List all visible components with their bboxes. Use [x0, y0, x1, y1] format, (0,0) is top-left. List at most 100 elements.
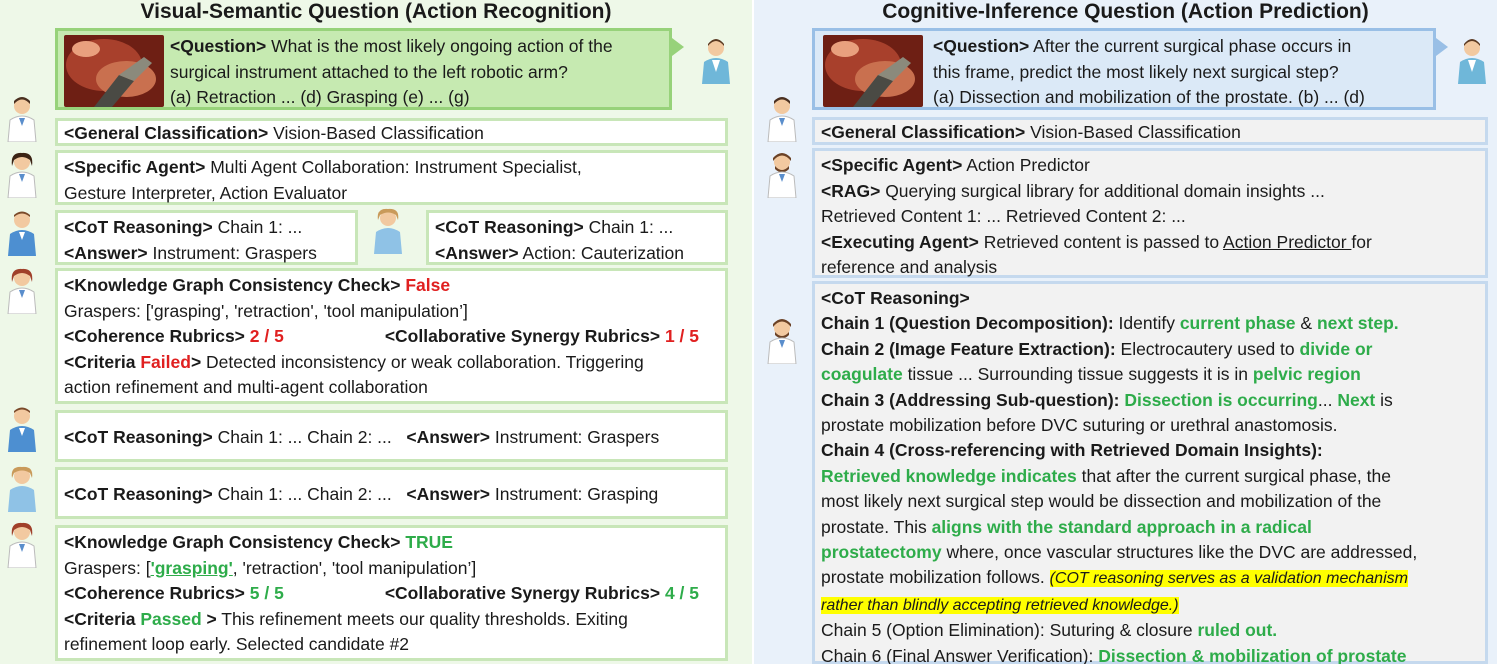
coherence-rubrics-score: 2 / 5	[244, 326, 284, 346]
kg-check-result: TRUE	[400, 532, 453, 552]
evaluator-agent-avatar-icon	[7, 522, 37, 568]
cot-tag: <CoT Reasoning>	[64, 217, 213, 237]
chain4-line2: most likely next surgical step would be …	[821, 491, 1382, 512]
rag-text: Querying surgical library for additional…	[880, 180, 1325, 201]
kg-graspers-list: Graspers: ['grasping', 'retraction', 'to…	[64, 300, 468, 321]
chain3-text2: is	[1375, 389, 1393, 410]
executing-agent-line2: reference and analysis	[821, 257, 998, 277]
criteria-tag-open: <Criteria	[64, 608, 141, 629]
synergy-rubrics-score: 1 / 5	[660, 326, 699, 346]
left-cot-box-b: <CoT Reasoning> Chain 1: ... <Answer> Ac…	[426, 210, 728, 265]
answer-text: Action: Cauterization	[518, 242, 685, 263]
chain2-highlight2: pelvic region	[1252, 364, 1361, 385]
answer-tag: <Answer>	[406, 484, 491, 504]
criteria-tag-open: <Criteria	[64, 351, 141, 372]
chain6-highlight: Dissection & mobilization of prostate	[1098, 645, 1407, 664]
left-kg-check-failed-box: <Knowledge Graph Consistency Check> Fals…	[55, 268, 728, 404]
synergy-rubrics-tag: <Collaborative Synergy Rubrics>	[384, 326, 661, 346]
chain3-highlight2: Next	[1337, 389, 1376, 410]
criteria-status: Failed	[140, 351, 191, 372]
cot-text: Chain 1: ... Chain 2: ...	[212, 484, 392, 504]
executing-agent-text: Retrieved content is passed to	[978, 231, 1224, 252]
left-general-classification-box: <General Classification> Vision-Based Cl…	[55, 118, 728, 146]
action-predictor-avatar-icon	[767, 153, 797, 198]
doctor-avatar-icon	[702, 39, 730, 84]
chain4-text1: that after the current surgical phase, t…	[1076, 465, 1391, 486]
cot-tag: <CoT Reasoning>	[435, 217, 584, 237]
instrument-agent-avatar-icon	[8, 211, 36, 256]
synergy-rubrics-score: 4 / 5	[660, 583, 699, 603]
chain4-text4: where, once vascular structures like the…	[941, 542, 1418, 563]
chain1-label: Chain 1 (Question Decomposition):	[821, 313, 1114, 334]
action-predictor-avatar-icon	[767, 319, 797, 364]
chain2-text: Electrocautery used to	[1115, 338, 1300, 359]
left-panel: Visual-Semantic Question (Action Recogni…	[0, 0, 752, 664]
gesture-agent-avatar-icon	[374, 208, 402, 254]
synergy-rubrics-tag: <Collaborative Synergy Rubrics>	[384, 583, 661, 603]
classifier-agent-avatar-icon	[7, 97, 37, 142]
question-bubble-tail	[1436, 38, 1448, 56]
cot-tag: <CoT Reasoning>	[64, 427, 213, 447]
chain4-highlight2: aligns with the standard approach in a r…	[931, 516, 1312, 537]
chain2-highlight1: divide or	[1299, 338, 1373, 359]
instrument-agent-avatar-icon	[8, 407, 36, 452]
answer-text: Instrument: Graspers	[147, 242, 317, 263]
coherence-rubrics-score: 5 / 5	[244, 583, 284, 603]
chain4-label: Chain 4 (Cross-referencing with Retrieve…	[821, 440, 1323, 461]
kg-graspers-match: 'grasping'	[150, 557, 233, 578]
surgical-frame-image	[64, 35, 164, 107]
chain2-text2: tissue ... Surrounding tissue suggests i…	[902, 364, 1253, 385]
chain6-text: Chain 6 (Final Answer Verification):	[821, 645, 1099, 664]
coherence-rubrics-tag: <Coherence Rubrics>	[64, 583, 245, 603]
left-panel-title: Visual-Semantic Question (Action Recogni…	[140, 0, 612, 23]
kg-graspers-suffix: , 'retraction', 'tool manipulation’]	[232, 557, 477, 578]
question-tag: <Question>	[933, 36, 1030, 56]
left-cot-box-c: <CoT Reasoning> Chain 1: ... Chain 2: ..…	[55, 410, 728, 462]
chain2-label: Chain 2 (Image Feature Extraction):	[821, 338, 1116, 359]
left-cot-box-d: <CoT Reasoning> Chain 1: ... Chain 2: ..…	[55, 467, 728, 519]
chain1-highlight1: current phase	[1179, 313, 1296, 334]
criteria-text-line2: action refinement and multi-agent collab…	[64, 377, 428, 397]
criteria-status: Passed	[140, 608, 202, 629]
cot-validation-note-line2: rather than blindly accepting retrieved …	[821, 596, 1179, 614]
general-classification-text: Vision-Based Classification	[1025, 122, 1241, 142]
chain4-highlight2-cont: prostatectomy	[821, 542, 942, 563]
question-bubble-tail	[672, 38, 684, 56]
right-cot-reasoning-box: <CoT Reasoning> Chain 1 (Question Decomp…	[812, 281, 1488, 664]
executing-agent-tail: for	[1351, 231, 1372, 252]
criteria-tag-close: >	[201, 608, 217, 629]
cot-validation-note-line1: (COT reasoning serves as a validation me…	[1049, 570, 1408, 588]
answer-tag: <Answer>	[406, 427, 491, 447]
right-general-classification-box: <General Classification> Vision-Based Cl…	[812, 117, 1488, 145]
kg-check-tag: <Knowledge Graph Consistency Check>	[64, 275, 401, 295]
cot-text: Chain 1: ... Chain 2: ...	[212, 427, 392, 447]
question-tag: <Question>	[170, 36, 267, 56]
left-specific-agent-box: <Specific Agent> Multi Agent Collaborati…	[55, 150, 728, 205]
chain1-highlight2: next step.	[1316, 313, 1399, 334]
right-panel-title: Cognitive-Inference Question (Action Pre…	[882, 0, 1369, 23]
doctor-avatar-icon	[1458, 39, 1486, 84]
specific-agent-tag: <Specific Agent>	[821, 155, 963, 175]
right-panel: Cognitive-Inference Question (Action Pre…	[754, 0, 1497, 664]
specific-agent-tag: <Specific Agent>	[64, 157, 206, 177]
general-classification-tag: <General Classification>	[821, 122, 1026, 142]
chain2-highlight1-cont: coagulate	[821, 364, 903, 385]
general-classification-tag: <General Classification>	[64, 123, 269, 143]
chain1-text: Identify	[1113, 313, 1180, 334]
answer-text: Instrument: Grasping	[490, 484, 659, 504]
coherence-rubrics-tag: <Coherence Rubrics>	[64, 326, 245, 346]
chain3-line2: prostate mobilization before DVC suturin…	[821, 415, 1338, 436]
question-line2: this frame, predict the most likely next…	[933, 61, 1339, 82]
question-line1: After the current surgical phase occurs …	[1029, 36, 1352, 56]
question-options: (a) Dissection and mobilization of the p…	[933, 87, 1365, 107]
evaluator-agent-avatar-icon	[7, 268, 37, 314]
criteria-text-line1: This refinement meets our quality thresh…	[216, 608, 628, 629]
chain5-text: Chain 5 (Option Elimination): Suturing &…	[821, 620, 1198, 641]
answer-tag: <Answer>	[435, 242, 519, 263]
chain3-label: Chain 3 (Addressing Sub-question):	[821, 389, 1120, 410]
rag-tag: <RAG>	[821, 180, 881, 201]
surgical-frame-image	[823, 35, 923, 107]
answer-text: Instrument: Graspers	[490, 427, 660, 447]
cot-tag: <CoT Reasoning>	[821, 288, 970, 308]
question-line2: surgical instrument attached to the left…	[170, 61, 568, 82]
